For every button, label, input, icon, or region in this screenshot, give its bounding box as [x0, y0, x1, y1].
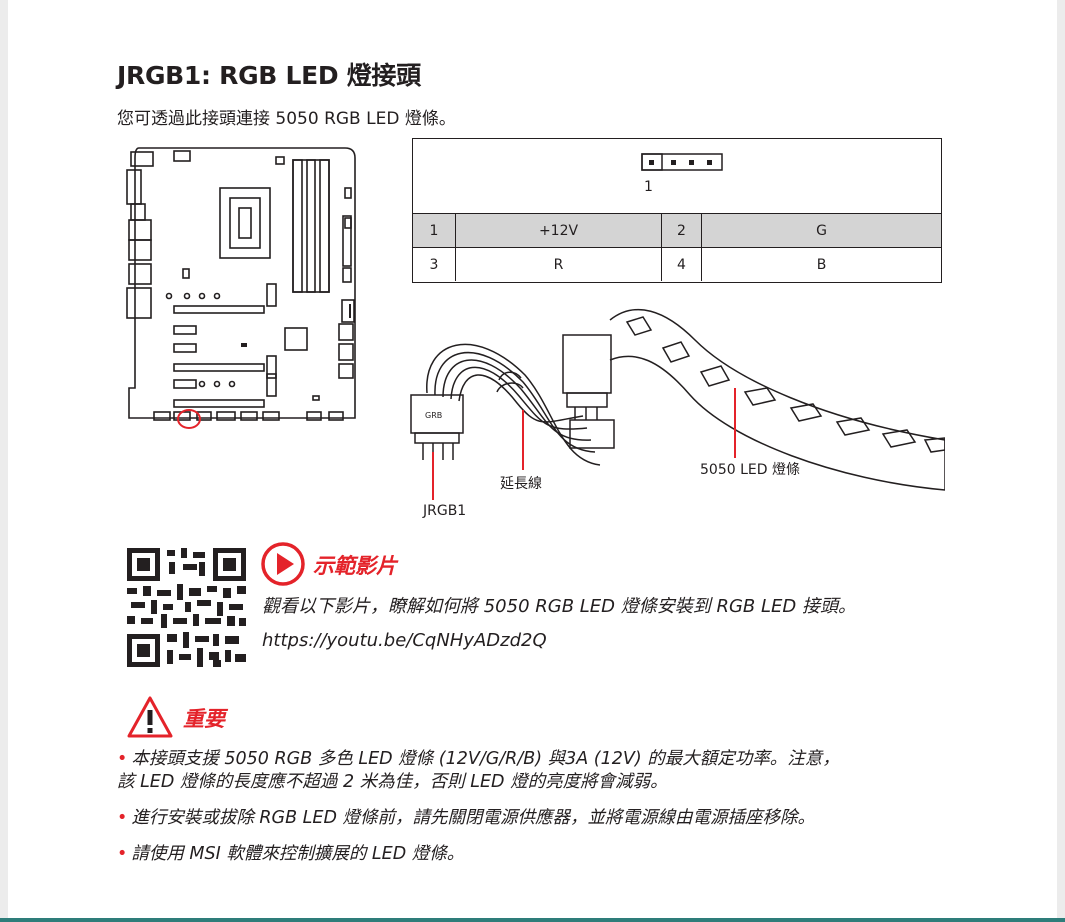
manual-page: [8, 0, 1057, 918]
video-description: 觀看以下影片，瞭解如何將 5050 RGB LED 燈條安裝到 RGB LED …: [262, 596, 856, 617]
connector-pin-icon: [641, 153, 723, 171]
pin-one-label: 1: [644, 179, 653, 195]
pin-definition-table: 1 1 +12V 2 G 3 R 4 B: [412, 138, 942, 283]
pin-signal: R: [455, 248, 661, 281]
pin-signal: G: [701, 214, 941, 247]
jrgb1-highlight-circle: [177, 409, 201, 429]
video-section-title: 示範影片: [313, 554, 397, 578]
pin-signal: B: [701, 248, 941, 281]
list-item: •進行安裝或拔除 RGB LED 燈條前，請先關閉電源供應器，並將電源線由電源插…: [117, 807, 947, 830]
bullet-text: 本接頭支援 5050 RGB 多色 LED 燈條 (12V/G/R/B) 與3A…: [131, 749, 840, 769]
table-row: 3 R 4 B: [413, 247, 941, 281]
pin-header-graphic: 1: [413, 139, 941, 213]
table-row: 1 +12V 2 G: [413, 213, 941, 247]
bullet-dot-icon: •: [117, 844, 128, 864]
pin-number: 3: [429, 256, 439, 273]
important-section-title: 重要: [183, 707, 225, 731]
warning-icon: [127, 696, 173, 738]
important-notes-list: •本接頭支援 5050 RGB 多色 LED 燈條 (12V/G/R/B) 與3…: [117, 748, 947, 879]
pin-signal: +12V: [455, 214, 661, 247]
pin-number: 4: [661, 248, 701, 281]
page-title: JRGB1: RGB LED 燈接頭: [117, 61, 421, 90]
connector-pin-letters: GRB: [425, 411, 442, 420]
pin-number: 2: [661, 214, 701, 247]
bullet-text: 進行安裝或拔除 RGB LED 燈條前，請先關閉電源供應器，並將電源線由電源插座…: [131, 808, 816, 828]
list-item: •本接頭支援 5050 RGB 多色 LED 燈條 (12V/G/R/B) 與3…: [117, 748, 947, 794]
extension-cable-label: 延長線: [500, 476, 542, 492]
play-icon[interactable]: [260, 541, 306, 587]
page-subtitle: 您可透過此接頭連接 5050 RGB LED 燈條。: [117, 109, 456, 129]
list-item: •請使用 MSI 軟體來控制擴展的 LED 燈條。: [117, 843, 947, 866]
qr-code: [127, 548, 246, 667]
bullet-dot-icon: •: [117, 749, 128, 769]
led-strip-label: 5050 LED 燈條: [700, 462, 800, 478]
jrgb1-label: JRGB1: [423, 503, 467, 519]
pin-number: 1: [429, 222, 439, 239]
bullet-text: 該 LED 燈條的長度應不超過 2 米為佳，否則 LED 燈的亮度將會減弱。: [117, 772, 668, 792]
page-bottom-border: [0, 918, 1065, 922]
bullet-text: 請使用 MSI 軟體來控制擴展的 LED 燈條。: [131, 844, 465, 864]
video-link[interactable]: https://youtu.be/CqNHyADzd2Q: [262, 630, 547, 651]
motherboard-diagram: [126, 147, 356, 429]
cable-connection-illustration: GRB: [410, 308, 945, 500]
bullet-dot-icon: •: [117, 808, 128, 828]
